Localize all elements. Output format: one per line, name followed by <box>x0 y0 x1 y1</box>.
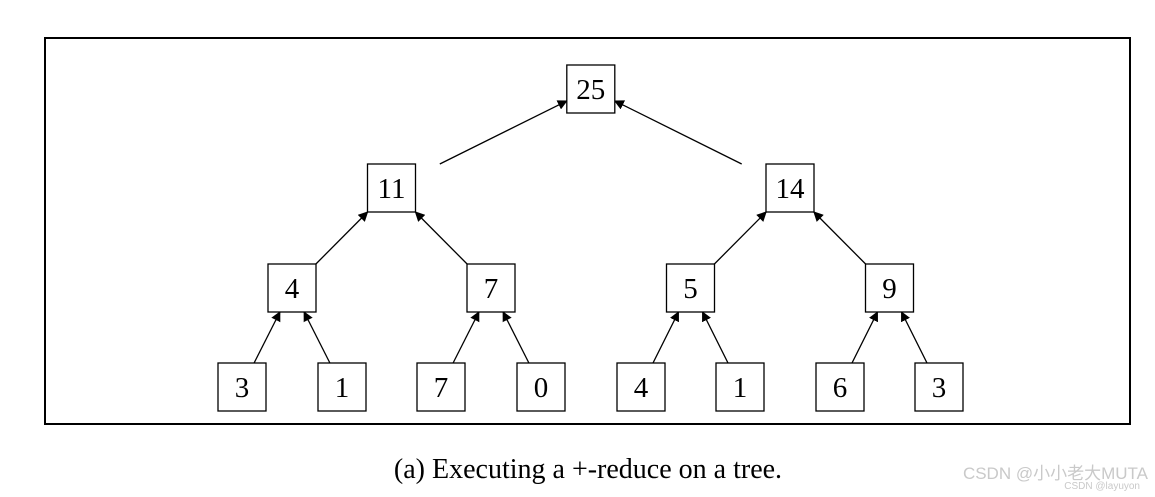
watermark: CSDN @小小老大MUTA <box>963 464 1149 483</box>
node-value: 1 <box>335 372 350 404</box>
node-box <box>217 362 267 412</box>
tree-node-n11: 0 <box>516 362 566 412</box>
edge-n12-to-n6 <box>652 311 680 364</box>
node-box <box>267 263 317 313</box>
edge-n8-to-n4 <box>253 311 281 364</box>
node-value: 9 <box>882 273 897 305</box>
figure-frame <box>44 37 1131 425</box>
node-value: 4 <box>285 273 300 305</box>
node-box <box>715 362 765 412</box>
node-value: 5 <box>683 273 698 305</box>
node-box <box>516 362 566 412</box>
edge-n15-to-n7 <box>900 311 928 364</box>
tree-node-n5: 7 <box>466 263 516 313</box>
node-value: 7 <box>484 273 499 305</box>
node-value: 6 <box>833 372 848 404</box>
figure-caption: (a) Executing a +-reduce on a tree. <box>394 454 782 485</box>
node-box <box>366 163 417 213</box>
tree-nodes: 25 11 14 4 7 5 9 3 1 7 0 4 1 6 3 <box>217 64 964 412</box>
node-box <box>864 263 915 313</box>
node-box <box>665 263 716 313</box>
node-box <box>466 263 516 313</box>
edge-n14-to-n7 <box>851 311 879 364</box>
node-value: 25 <box>576 74 605 106</box>
tree-node-n1: 25 <box>566 64 616 114</box>
watermark-small: CSDN @layuyon <box>1064 481 1140 492</box>
node-box <box>416 362 466 412</box>
tree-node-n13: 1 <box>715 362 765 412</box>
tree-node-n10: 7 <box>416 362 466 412</box>
node-box <box>566 64 616 114</box>
tree-node-n2: 11 <box>366 163 417 213</box>
node-value: 3 <box>932 372 947 404</box>
tree-node-n9: 1 <box>317 362 367 412</box>
tree-node-n7: 9 <box>864 263 915 313</box>
edge-n6-to-n3 <box>713 211 767 265</box>
node-box <box>765 163 815 213</box>
node-value: 4 <box>634 372 649 404</box>
edge-n7-to-n3 <box>813 211 867 265</box>
node-box <box>914 362 964 412</box>
tree-node-n6: 5 <box>665 263 716 313</box>
tree-node-n4: 4 <box>267 263 317 313</box>
node-box <box>317 362 367 412</box>
tree-node-n14: 6 <box>815 362 865 412</box>
edge-n13-to-n6 <box>701 311 729 364</box>
edge-n3-to-n1 <box>613 100 742 165</box>
edge-n4-to-n2 <box>315 211 369 265</box>
node-value: 3 <box>235 372 250 404</box>
node-value: 14 <box>776 173 806 205</box>
tree-node-n12: 4 <box>616 362 666 412</box>
node-box <box>815 362 865 412</box>
edge-n10-to-n5 <box>452 311 480 364</box>
edge-n2-to-n1 <box>439 100 568 165</box>
edge-n5-to-n2 <box>414 211 468 265</box>
tree-node-n15: 3 <box>914 362 964 412</box>
node-value: 0 <box>534 372 549 404</box>
node-value: 7 <box>434 372 449 404</box>
tree-edges <box>253 100 928 364</box>
tree-node-n8: 3 <box>217 362 267 412</box>
node-value: 11 <box>378 173 406 205</box>
edge-n9-to-n4 <box>303 311 331 364</box>
edge-n11-to-n5 <box>502 311 530 364</box>
node-box <box>616 362 666 412</box>
node-value: 1 <box>733 372 748 404</box>
tree-node-n3: 14 <box>765 163 815 213</box>
